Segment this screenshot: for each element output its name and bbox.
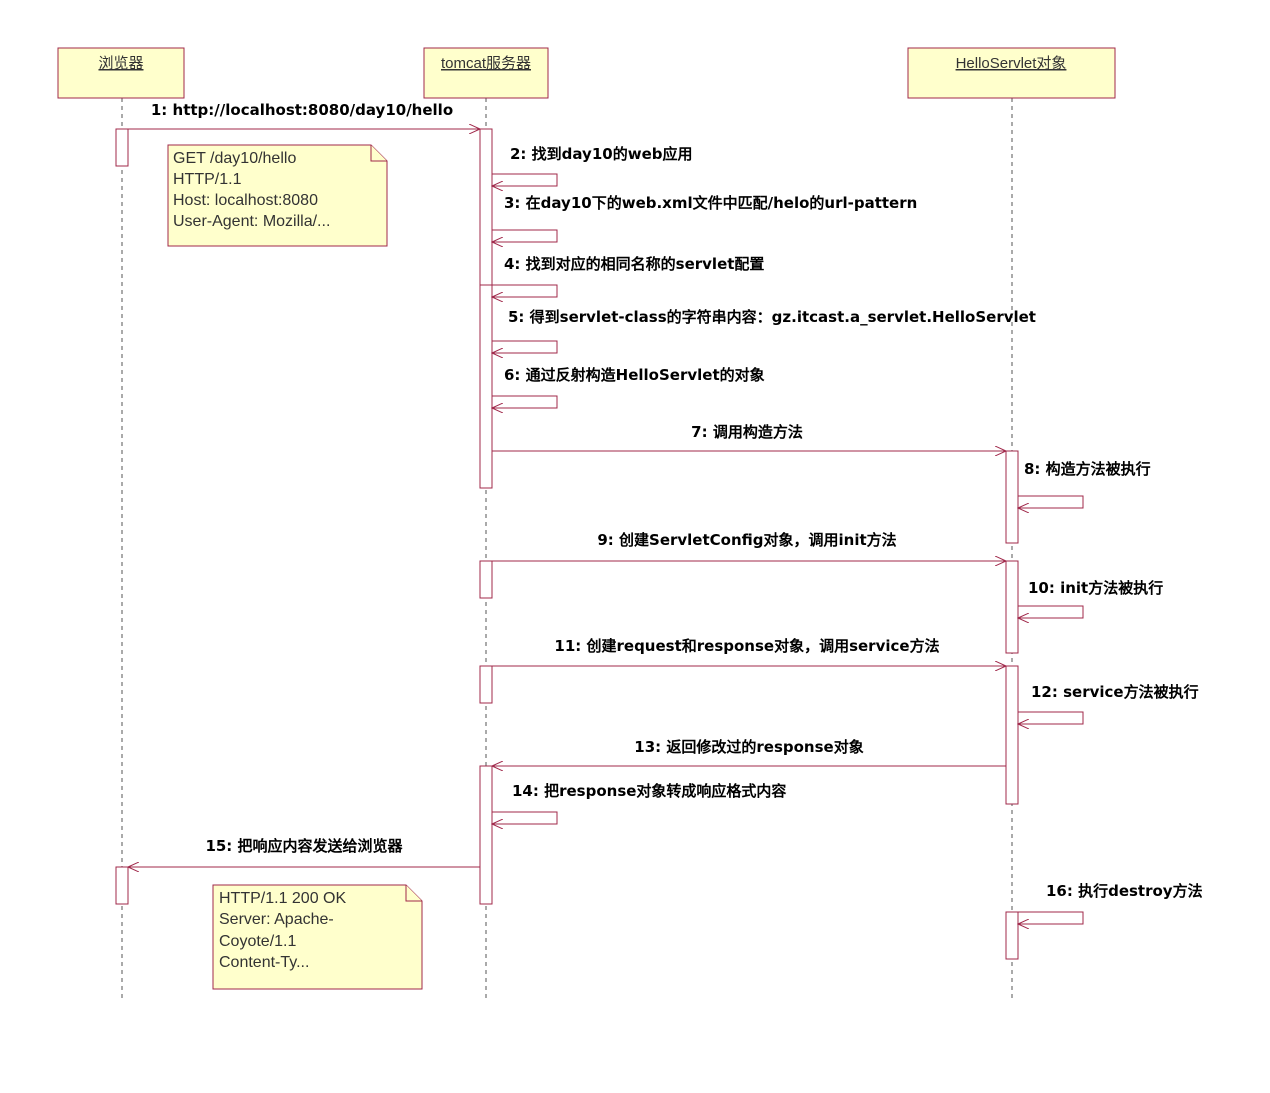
message-4-label: 4: 找到对应的相同名称的servlet配置 [504, 255, 764, 273]
activation-tomcat-3 [479, 560, 493, 599]
activation-servlet-3 [1005, 665, 1019, 805]
message-3-label: 3: 在day10下的web.xml文件中匹配/helo的url-pattern [504, 194, 917, 212]
message-13-label: 13: 返回修改过的response对象 [634, 738, 863, 756]
message-15: 15: 把响应内容发送给浏览器 [128, 837, 480, 867]
activation-browser-1 [115, 128, 129, 167]
message-4: 4: 找到对应的相同名称的servlet配置 [492, 255, 764, 297]
activation-tomcat-4 [479, 665, 493, 704]
participant-browser: 浏览器 [57, 47, 185, 99]
message-6-label: 6: 通过反射构造HelloServlet的对象 [504, 366, 765, 384]
activation-tomcat-2 [479, 284, 493, 489]
message-6: 6: 通过反射构造HelloServlet的对象 [492, 366, 765, 408]
activation-tomcat-5 [479, 765, 493, 905]
note-request: GET /day10/hello HTTP/1.1 Host: localhos… [167, 144, 388, 247]
activation-servlet-4 [1005, 911, 1019, 960]
message-9-label: 9: 创建ServletConfig对象，调用init方法 [597, 531, 896, 549]
message-16-label: 16: 执行destroy方法 [1046, 882, 1203, 900]
note-request-line-4: User-Agent: Mozilla/... [173, 213, 330, 230]
message-10-label: 10: init方法被执行 [1028, 579, 1163, 597]
activation-tomcat-1 [479, 128, 493, 286]
note-response-line-4: Content-Ty... [219, 954, 309, 971]
message-1-label: 1: http://localhost:8080/day10/hello [151, 101, 453, 119]
message-13: 13: 返回修改过的response对象 [492, 738, 1006, 766]
note-request-line-1: GET /day10/hello [173, 150, 296, 167]
message-14: 14: 把response对象转成响应格式内容 [492, 782, 786, 824]
activation-servlet-2 [1005, 560, 1019, 654]
activation-servlet-1 [1005, 450, 1019, 544]
message-9: 9: 创建ServletConfig对象，调用init方法 [492, 531, 1006, 561]
message-7: 7: 调用构造方法 [492, 423, 1006, 451]
note-request-line-2: HTTP/1.1 [173, 171, 242, 188]
note-response-line-3: Coyote/1.1 [219, 933, 296, 950]
message-8-label: 8: 构造方法被执行 [1024, 460, 1151, 478]
participant-browser-label: 浏览器 [98, 55, 143, 72]
participant-tomcat: tomcat服务器 [423, 47, 549, 99]
participant-tomcat-label: tomcat服务器 [441, 55, 531, 72]
message-10: 10: init方法被执行 [1018, 579, 1163, 618]
message-12: 12: service方法被执行 [1018, 683, 1199, 724]
message-11-label: 11: 创建request和response对象，调用service方法 [554, 637, 939, 655]
participant-servlet-label: HelloServlet对象 [956, 55, 1067, 72]
activation-browser-2 [115, 866, 129, 905]
message-1: 1: http://localhost:8080/day10/hello [128, 101, 480, 129]
message-15-label: 15: 把响应内容发送给浏览器 [205, 837, 403, 855]
note-request-line-3: Host: localhost:8080 [173, 192, 318, 209]
message-11: 11: 创建request和response对象，调用service方法 [492, 637, 1006, 666]
message-5: 5: 得到servlet-class的字符串内容：gz.itcast.a_ser… [492, 308, 1036, 353]
message-8: 8: 构造方法被执行 [1018, 460, 1151, 508]
message-14-label: 14: 把response对象转成响应格式内容 [512, 782, 786, 800]
message-2: 2: 找到day10的web应用 [492, 145, 692, 186]
message-7-label: 7: 调用构造方法 [691, 423, 803, 441]
note-response-line-1: HTTP/1.1 200 OK [219, 890, 346, 907]
message-16: 16: 执行destroy方法 [1018, 882, 1203, 924]
message-5-label: 5: 得到servlet-class的字符串内容：gz.itcast.a_ser… [508, 308, 1036, 326]
note-response: HTTP/1.1 200 OK Server: Apache- Coyote/1… [212, 884, 423, 990]
note-response-line-2: Server: Apache- [219, 911, 334, 928]
message-12-label: 12: service方法被执行 [1031, 683, 1199, 701]
message-2-label: 2: 找到day10的web应用 [510, 145, 692, 163]
message-3: 3: 在day10下的web.xml文件中匹配/helo的url-pattern [492, 194, 917, 242]
participant-servlet: HelloServlet对象 [907, 47, 1116, 99]
